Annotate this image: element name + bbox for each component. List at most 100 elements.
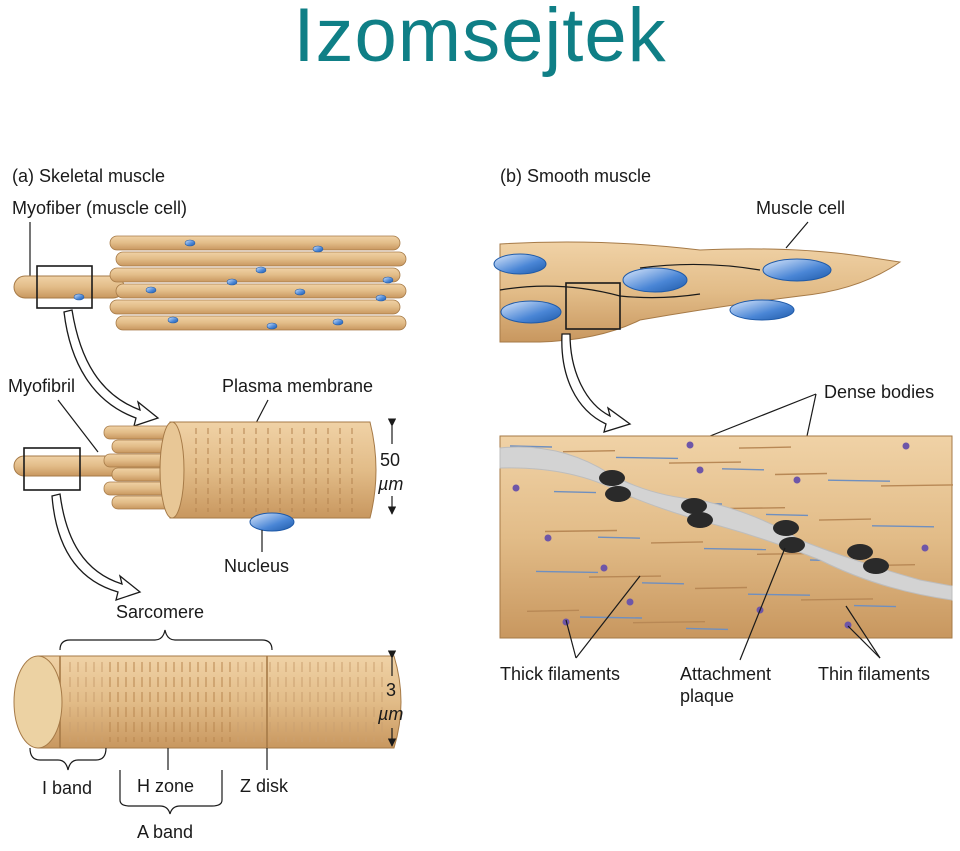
thin-filament: [579, 616, 643, 619]
fiber-nucleus: [255, 266, 267, 274]
myofiber-zoom-box: [36, 265, 93, 309]
thin-filament: [827, 479, 891, 482]
muscle-fiber-rod: [115, 283, 407, 299]
thin-filaments-leader-2: [847, 625, 881, 659]
fiber-nucleus: [167, 316, 179, 324]
dense-body: [681, 498, 707, 514]
fiber-nucleus: [375, 294, 387, 302]
thick-filament: [526, 609, 580, 612]
filament-dot: [921, 544, 929, 552]
dense-body: [605, 486, 631, 502]
filament-dot: [686, 441, 694, 449]
thick-filament: [880, 484, 954, 487]
filament-dot: [696, 466, 704, 474]
fiber-nucleus: [294, 288, 306, 296]
filament-dot: [626, 598, 634, 606]
a-band-label: A band: [137, 822, 193, 842]
thin-filament: [853, 604, 897, 608]
attachment-label-line2: plaque: [680, 686, 734, 706]
fiber-nucleus: [312, 245, 324, 253]
dense-body: [599, 470, 625, 486]
scale-3-unit: µm: [377, 704, 403, 724]
thin-filament: [765, 513, 809, 517]
myofibril-leader: [57, 399, 99, 453]
dense-body: [863, 558, 889, 574]
dense-body: [847, 544, 873, 560]
myofibril-bundle: [13, 421, 377, 532]
scale-50-value: 50: [380, 450, 400, 470]
myofiber-bundle: [13, 235, 407, 331]
filament-dot: [512, 484, 520, 492]
filament-dot: [844, 621, 852, 629]
thick-filament: [818, 518, 872, 521]
thin-filament: [535, 570, 599, 574]
thin-filament: [597, 536, 641, 539]
i-band-label: I band: [42, 778, 92, 798]
thin-filament: [685, 627, 729, 631]
thin-filaments-label: Thin filaments: [818, 664, 930, 684]
nucleus-label: Nucleus: [224, 556, 289, 576]
thin-filament: [721, 468, 765, 471]
fiber-nucleus: [382, 276, 394, 284]
myofibril-label: Myofibril: [8, 376, 75, 396]
attachment-label-line1: Attachment: [680, 664, 771, 684]
fiber-nucleus: [266, 322, 278, 330]
thin-filament: [703, 547, 767, 551]
muscle-cell-leader: [785, 221, 809, 249]
zoom-arrow-2: [51, 493, 142, 601]
fiber-nucleus: [73, 293, 85, 301]
thick-filament: [650, 541, 704, 544]
dense-body: [773, 520, 799, 536]
thick-filaments-leader-1: [575, 575, 641, 659]
muscle-fiber-rod: [115, 251, 407, 267]
smooth-zoom-box: [565, 282, 621, 330]
muscle-fiber-rod: [109, 267, 401, 283]
dense-body: [779, 537, 805, 553]
myofiber-label: Myofiber (muscle cell): [12, 198, 187, 218]
muscle-fiber-rod: [115, 315, 407, 331]
sarcomere-brace: [59, 629, 273, 651]
nucleus-shape: [249, 512, 295, 532]
thick-filament: [774, 472, 828, 476]
thin-filament: [509, 445, 553, 448]
thick-filaments-leader-2: [565, 619, 577, 659]
fiber-nucleus: [145, 286, 157, 294]
sarcomere-cylinder: [13, 655, 402, 749]
smooth-muscle-enlarged: [499, 435, 954, 639]
attachment-plaque-leader: [739, 547, 786, 661]
skeletal-muscle-heading: (a) Skeletal muscle: [12, 166, 165, 186]
zoom-arrow-3: [561, 333, 632, 433]
plasma-membrane-leader: [254, 399, 269, 426]
z-disk-label: Z disk: [240, 776, 289, 796]
i-band-brace: [29, 747, 107, 771]
filament-dot: [902, 442, 910, 450]
scale-3-value: 3: [386, 680, 396, 700]
filament-dot: [793, 476, 801, 484]
fiber-nucleus: [332, 318, 344, 326]
muscle-cell-label: Muscle cell: [756, 198, 845, 218]
thick-filament: [800, 598, 874, 601]
myofibril-zoom-box: [23, 447, 81, 491]
filament-dot: [544, 534, 552, 542]
thick-filaments-label: Thick filaments: [500, 664, 620, 684]
thin-filament: [871, 525, 935, 528]
a-band-brace: [119, 770, 223, 815]
sarcomere-label: Sarcomere: [116, 602, 204, 622]
thin-filament: [553, 490, 597, 494]
muscle-fiber-rod: [109, 299, 401, 315]
thin-filament: [641, 582, 685, 585]
fiber-nucleus: [184, 239, 196, 247]
fiber-nucleus: [226, 278, 238, 286]
smooth-muscle-heading: (b) Smooth muscle: [500, 166, 651, 186]
page-title: Izomsejtek: [293, 0, 667, 78]
thin-filaments-leader-1: [845, 605, 881, 659]
thick-filament: [694, 586, 748, 590]
zoom-arrow-1: [63, 309, 160, 427]
dense-bodies-label: Dense bodies: [824, 382, 934, 402]
thick-filament: [544, 529, 618, 533]
thick-filament: [668, 461, 742, 464]
thick-filament: [588, 575, 662, 578]
filament-dot: [600, 564, 608, 572]
thin-filament: [747, 593, 811, 596]
